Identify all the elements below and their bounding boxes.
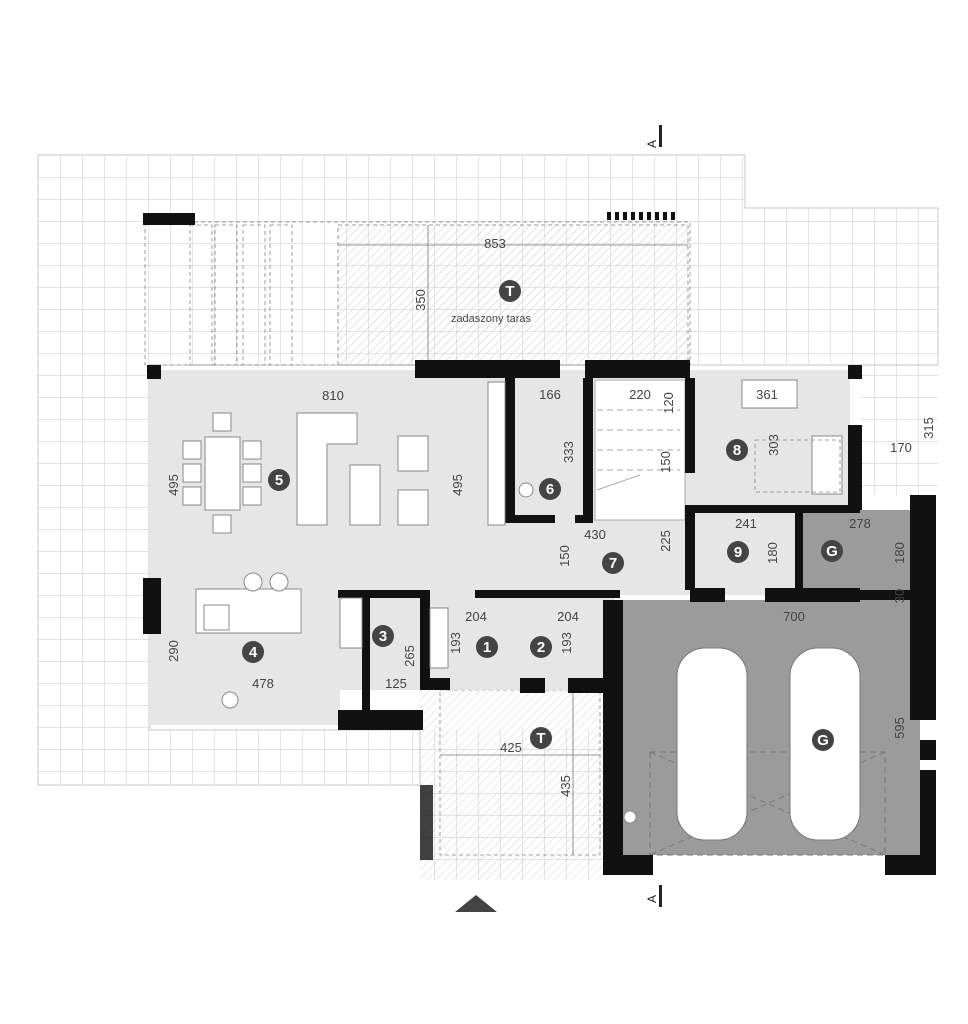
stairs [596, 409, 680, 491]
dim-terrace-width: 853 [484, 236, 506, 251]
dim-bath6-width: 166 [539, 387, 561, 402]
north-arrow-icon [455, 895, 497, 912]
dining-table [204, 436, 241, 511]
marker-room-3: 3 [372, 625, 394, 647]
dim-kitchen-width: 478 [252, 676, 274, 691]
svg-text:6: 6 [546, 481, 554, 498]
cooktop [203, 604, 230, 631]
dim-hall7-b: 225 [658, 530, 673, 552]
svg-text:9: 9 [734, 544, 742, 561]
marker-room-5: 5 [268, 469, 290, 491]
svg-text:4: 4 [249, 644, 258, 661]
dim-entrance-depth: 435 [558, 775, 573, 797]
garage-floor [620, 510, 920, 856]
dim-kitchen-depth: 290 [166, 640, 181, 662]
svg-text:G: G [826, 543, 838, 560]
dim-stair-width: 220 [629, 387, 651, 402]
dim-pantry-depth: 265 [402, 645, 417, 667]
dim-hall7-width: 430 [584, 527, 606, 542]
dim-bath6-depth: 333 [561, 441, 576, 463]
furniture [182, 379, 861, 841]
dim-hall1-width: 204 [465, 609, 487, 624]
dim-room8-width: 361 [756, 387, 778, 402]
dim-hall1-depth: 193 [448, 632, 463, 654]
marker-room-7: 7 [602, 552, 624, 574]
terrace-caption: zadaszony taras [451, 313, 532, 325]
sofa [296, 412, 358, 526]
svg-text:1: 1 [483, 639, 491, 656]
svg-text:5: 5 [275, 472, 283, 489]
svg-text:2: 2 [537, 639, 545, 656]
dim-garage-width: 700 [783, 609, 805, 624]
svg-text:7: 7 [609, 555, 617, 572]
dimension-labels: 853 350 zadaszony taras 810 495 495 290 … [166, 236, 936, 797]
dim-porch-depth: 315 [921, 417, 936, 439]
railing [607, 212, 675, 220]
marker-room-4: 4 [242, 641, 264, 663]
dim-terrace-depth: 350 [413, 289, 428, 311]
marker-room-2: 2 [530, 636, 552, 658]
dim-living-depth-right: 495 [450, 474, 465, 496]
section-line-a: A A [455, 125, 662, 912]
marker-garage-tech: G [821, 540, 843, 562]
dim-tech-gap: 30 [892, 589, 907, 603]
dim-wc9-width: 241 [735, 516, 757, 531]
dim-hall2-width: 204 [557, 609, 579, 624]
svg-text:T: T [505, 283, 514, 300]
dim-tech-width: 278 [849, 516, 871, 531]
marker-terrace: T [499, 280, 521, 302]
coffee-table [349, 464, 381, 526]
dim-wc9-depth: 180 [765, 542, 780, 564]
marker-room-1: 1 [476, 636, 498, 658]
dim-garage-depth: 595 [892, 717, 907, 739]
dim-stair-a: 120 [661, 392, 676, 414]
svg-text:8: 8 [733, 442, 741, 459]
dim-entrance-width: 425 [500, 740, 522, 755]
marker-garage: G [812, 729, 834, 751]
marker-room-9: 9 [727, 541, 749, 563]
dim-stair-b: 150 [658, 451, 673, 473]
dim-tech-depth: 180 [892, 542, 907, 564]
marker-room-8: 8 [726, 439, 748, 461]
dim-living-depth-left: 495 [166, 474, 181, 496]
dim-pantry-width: 125 [385, 676, 407, 691]
svg-text:G: G [817, 732, 829, 749]
dim-hall7-a: 150 [557, 545, 572, 567]
walls [143, 360, 936, 875]
dim-porch-width: 170 [890, 440, 912, 455]
dim-room8-depth: 303 [766, 434, 781, 456]
dim-hall2-depth: 193 [559, 632, 574, 654]
marker-room-6: 6 [539, 478, 561, 500]
dim-living-width: 810 [322, 388, 344, 403]
room-markers: T 1 2 3 4 5 6 7 8 9 G G T [242, 280, 843, 751]
section-marker-top: A [645, 140, 659, 148]
entrance-terrace [420, 689, 605, 880]
svg-text:3: 3 [379, 628, 387, 645]
svg-text:T: T [536, 730, 545, 747]
section-marker-bottom: A [645, 895, 659, 903]
marker-entrance-terrace: T [530, 727, 552, 749]
